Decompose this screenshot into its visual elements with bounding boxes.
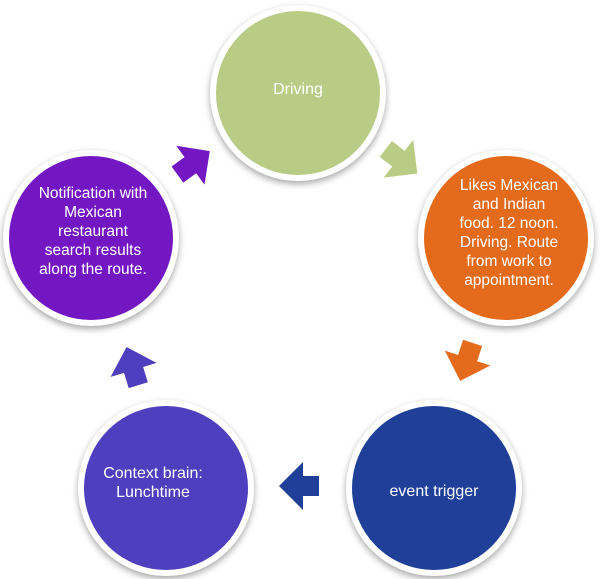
node-event-trigger-label: event trigger [389, 482, 479, 500]
node-context-brain: Context brain: Lunchtime [78, 400, 254, 576]
node-driving: Driving [210, 5, 386, 181]
node-likes-context: Likes Mexican and Indian food. 12 noon. … [418, 150, 594, 326]
arrow-context-to-notification [110, 346, 157, 389]
node-likes-context-label: Likes Mexican and Indian food. 12 noon. … [459, 177, 559, 289]
node-context-brain-label: Context brain: Lunchtime [103, 465, 203, 501]
node-driving-label: Driving [273, 80, 323, 98]
arrow-likes-to-event [444, 339, 491, 381]
arrow-notification-to-driving [171, 145, 210, 185]
node-event-trigger: event trigger [346, 400, 522, 576]
node-notification-label: Notification with Mexican restaurant sea… [38, 184, 148, 278]
arrow-driving-to-likes [379, 139, 418, 178]
node-notification: Notification with Mexican restaurant sea… [3, 150, 179, 326]
arrow-event-to-context [279, 462, 319, 510]
